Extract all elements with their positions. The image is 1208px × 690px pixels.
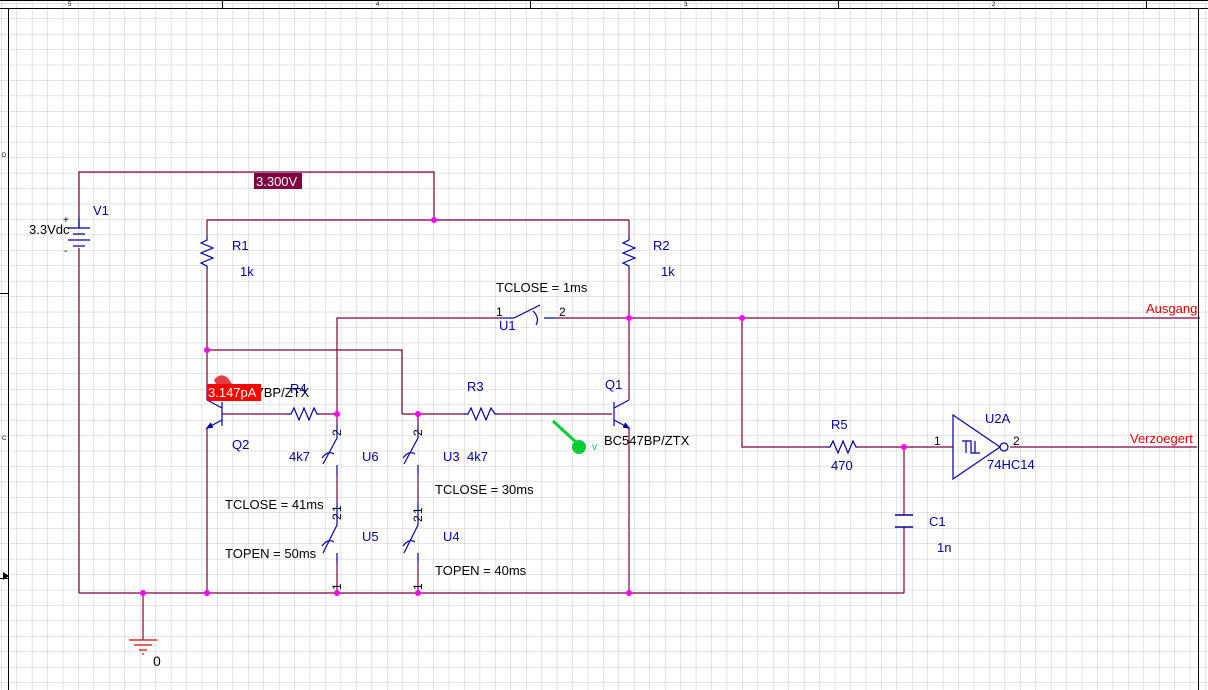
junction-dot — [204, 347, 210, 353]
c1-value-label: 1n — [937, 540, 951, 555]
r5-ref-label: R5 — [831, 417, 848, 432]
junction-dot — [901, 444, 907, 450]
battery-v1[interactable] — [68, 218, 90, 247]
junction-dot — [204, 590, 210, 596]
q2-ref-label: Q2 — [232, 437, 249, 452]
junction-dot — [626, 315, 632, 321]
r3-value-label: 4k7 — [467, 449, 488, 464]
u4-pin2-label: 2 — [411, 515, 425, 522]
ground-icon[interactable] — [129, 639, 157, 655]
u2a-pin2-label: 2 — [1013, 434, 1020, 448]
r5-value-label: 470 — [831, 458, 853, 473]
u5-pin2-label: 2 — [330, 513, 344, 520]
zone-label-left-d: D — [2, 153, 7, 159]
u2a-value-label: 74HC14 — [987, 457, 1035, 472]
resistor-r3-symbol[interactable] — [464, 406, 499, 422]
u4-ref-label: U4 — [443, 529, 460, 544]
u6-ref-label: U6 — [362, 449, 379, 464]
zone-label-top-3: 3 — [684, 2, 688, 8]
transistor-q2-symbol[interactable] — [205, 399, 223, 429]
junction-dot — [334, 590, 340, 596]
battery-minus-sign: - — [64, 246, 67, 257]
u2a-ref-label: U2A — [985, 411, 1011, 426]
u5-ref-label: U5 — [362, 529, 379, 544]
junction-dot — [140, 590, 146, 596]
net-label-verzoegert: Verzoegert — [1130, 431, 1193, 446]
r2-ref-label: R2 — [653, 238, 670, 253]
switch-u3-symbol[interactable] — [402, 425, 419, 475]
voltage-probe-bg — [254, 173, 302, 189]
u1-pin2-label: 2 — [559, 305, 566, 319]
switch-u1-symbol[interactable] — [500, 304, 555, 326]
zone-label-top-5: 5 — [68, 2, 72, 8]
u5-param-label: TOPEN = 50ms — [225, 546, 317, 561]
u6-param-label: TCLOSE = 41ms — [225, 497, 324, 512]
u2a-pin1-label: 1 — [934, 434, 941, 448]
switch-u4-symbol[interactable] — [402, 503, 419, 563]
u1-pin1-label: 1 — [496, 305, 503, 319]
q1-value-label: BC547BP/ZTX — [604, 433, 690, 448]
junction-dot — [739, 315, 745, 321]
voltage-marker-icon[interactable]: v — [551, 419, 597, 454]
u4-pin1-label: 1 — [411, 583, 425, 590]
resistor-r1-symbol[interactable] — [199, 236, 215, 270]
resistor-r4-symbol[interactable] — [287, 406, 320, 422]
u1-ref-label: U1 — [499, 318, 516, 333]
u4-param-label: TOPEN = 40ms — [435, 563, 527, 578]
svg-text:v: v — [592, 442, 597, 453]
junction-dot — [334, 411, 340, 417]
net-label-ausgang: Ausgang — [1146, 301, 1197, 316]
current-probe-bg — [207, 384, 261, 401]
r4-ref-label: R4 — [290, 381, 307, 396]
c1-ref-label: C1 — [929, 514, 946, 529]
u1-param-label: TCLOSE = 1ms — [496, 280, 588, 295]
u3-ref-label: U3 — [443, 449, 460, 464]
junction-dot — [415, 411, 421, 417]
wires — [78, 171, 1200, 640]
zone-label-top-4: 4 — [376, 2, 380, 8]
switch-u6-symbol[interactable] — [321, 425, 338, 475]
battery-plus-sign: + — [63, 215, 69, 226]
v1-value-label: 3.3Vdc — [29, 222, 70, 237]
junction-dot — [626, 590, 632, 596]
border-zone-labels: 5 4 3 2 D C — [2, 2, 996, 442]
u3-pin2-label: 2 — [411, 429, 425, 436]
zone-label-top-2: 2 — [992, 2, 996, 8]
r4-value-label: 4k7 — [289, 449, 310, 464]
current-probe-label[interactable]: 3.147pA — [208, 385, 257, 400]
transistor-q1-symbol[interactable] — [613, 399, 631, 429]
ground-label: 0 — [153, 653, 161, 669]
u6-pin2-label: 2 — [330, 429, 344, 436]
q1-ref-label: Q1 — [605, 377, 622, 392]
resistor-r5-symbol[interactable] — [826, 439, 858, 455]
capacitor-c1-symbol[interactable] — [895, 514, 913, 528]
r2-value-label: 1k — [661, 264, 675, 279]
zone-label-left-c: C — [2, 436, 7, 442]
junction-dot — [431, 217, 437, 223]
switch-u5-symbol[interactable] — [321, 503, 338, 563]
border-arrow-marker — [3, 572, 9, 580]
r3-ref-label: R3 — [467, 379, 484, 394]
v1-ref-label: V1 — [93, 203, 109, 218]
u3-param-label: TCLOSE = 30ms — [435, 482, 534, 497]
schmitt-inverter-u2a-symbol[interactable] — [952, 413, 1009, 481]
r1-value-label: 1k — [240, 264, 254, 279]
voltage-probe-label[interactable]: 3.300V — [256, 174, 298, 189]
junction-dot — [415, 590, 421, 596]
junctions — [140, 217, 907, 596]
r1-ref-label: R1 — [232, 238, 249, 253]
u5-pin1-label: 1 — [330, 583, 344, 590]
resistor-r2-symbol[interactable] — [621, 236, 637, 270]
